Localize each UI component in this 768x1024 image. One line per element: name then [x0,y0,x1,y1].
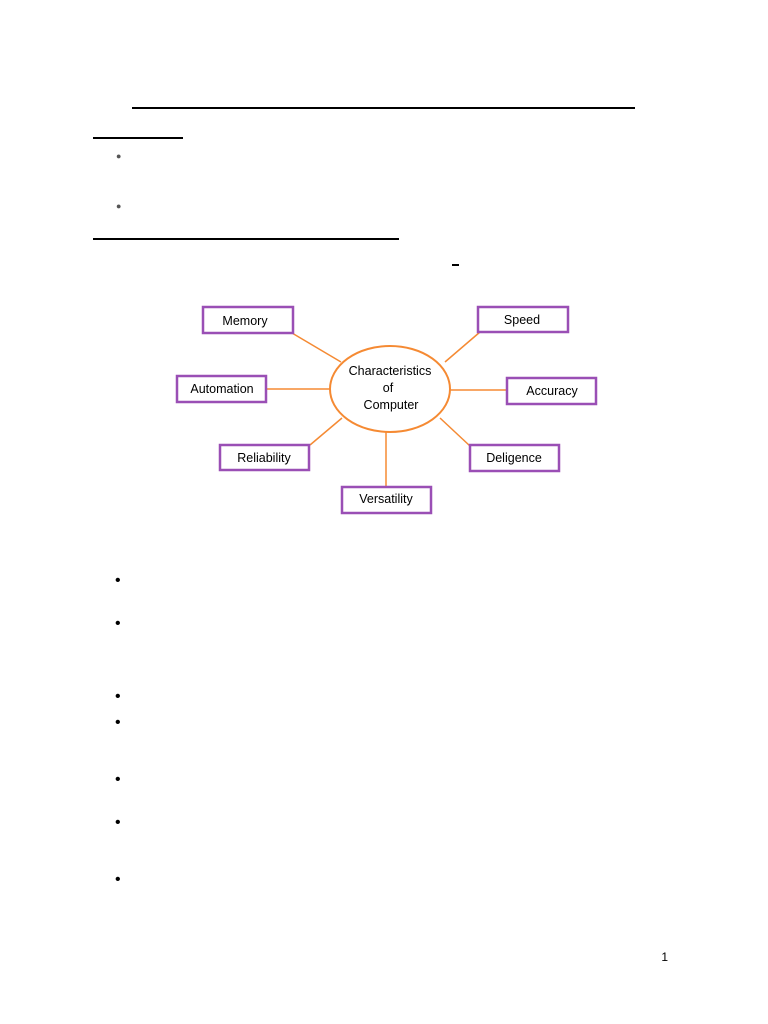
reliability-box [218,443,311,472]
connector-deligence [439,417,471,447]
page-number: 1 [661,950,668,964]
title-underline [132,107,635,109]
speed-box [476,305,570,334]
accuracy-box [505,376,598,406]
bullet-2: • [115,615,121,632]
automation-box [175,374,268,404]
memory-label: Memory [222,314,268,328]
connector-speed [444,331,481,363]
dash-mark [452,264,459,266]
speed-label: Speed [504,313,540,327]
connector-reliability [309,417,343,446]
bullet-7: • [115,871,121,888]
center-label-line-2: of [383,381,394,395]
bullet-3: • [115,688,121,705]
bullet-1: • [115,572,121,589]
versatility-box [340,485,433,515]
center-label-line-1: Characteristics [349,364,432,378]
accuracy-label: Accuracy [526,384,578,398]
memory-box [201,305,295,335]
bullet-5: • [115,771,121,788]
automation-label: Automation [190,382,253,396]
center-label-line-3: Computer [364,398,419,412]
bullet-4: • [115,714,121,731]
center-ellipse [329,345,451,433]
section-heading-underline-1 [93,137,183,139]
deligence-box [468,443,561,473]
connector-memory [291,332,342,363]
bullet-small-2: ● [116,201,122,211]
bullet-6: • [115,814,121,831]
reliability-label: Reliability [237,451,291,465]
deligence-label: Deligence [486,451,542,465]
section-heading-underline-2 [93,238,399,240]
connector-lines [267,331,506,487]
bullet-small-1: ● [116,151,122,161]
versatility-label: Versatility [359,492,413,506]
